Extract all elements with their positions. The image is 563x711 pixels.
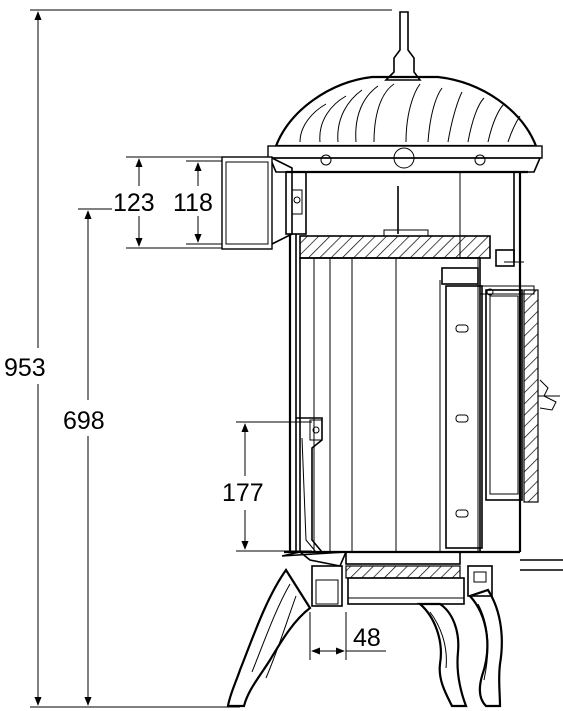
dimension-total-height: [0, 9, 392, 708]
flue-inner-label: 118: [173, 189, 213, 217]
ash-pan: [345, 565, 461, 579]
stove-legs: [226, 568, 503, 708]
grate: [345, 551, 461, 565]
flue-outlet: [221, 156, 273, 250]
front-left-leg: [226, 568, 312, 708]
air-inlet-channel: [296, 417, 323, 553]
dimension-body-height: [62, 208, 120, 706]
front-right-leg: [468, 588, 503, 708]
door-glass: [523, 289, 539, 503]
total-height-label: 953: [4, 354, 46, 382]
dome-petals: [299, 83, 521, 143]
door-frame: [441, 267, 479, 285]
leg-offset-label: 48: [353, 624, 381, 652]
dimension-leg-offset: [309, 612, 386, 660]
dimension-flue-outer: [115, 156, 226, 249]
rear-leg: [417, 602, 468, 708]
door-handle: [539, 379, 557, 411]
inlet-height-label: 177: [222, 479, 264, 507]
dome-crown: [274, 75, 538, 148]
hatched-baffle: [299, 235, 491, 259]
top-flue-pipe: [384, 11, 422, 81]
dimension-flue-inner: [170, 160, 226, 245]
flue-outer-label: 123: [113, 189, 155, 217]
stove-body: [221, 11, 563, 607]
dimension-inlet-height: [218, 421, 312, 552]
body-height-label: 698: [63, 407, 105, 435]
